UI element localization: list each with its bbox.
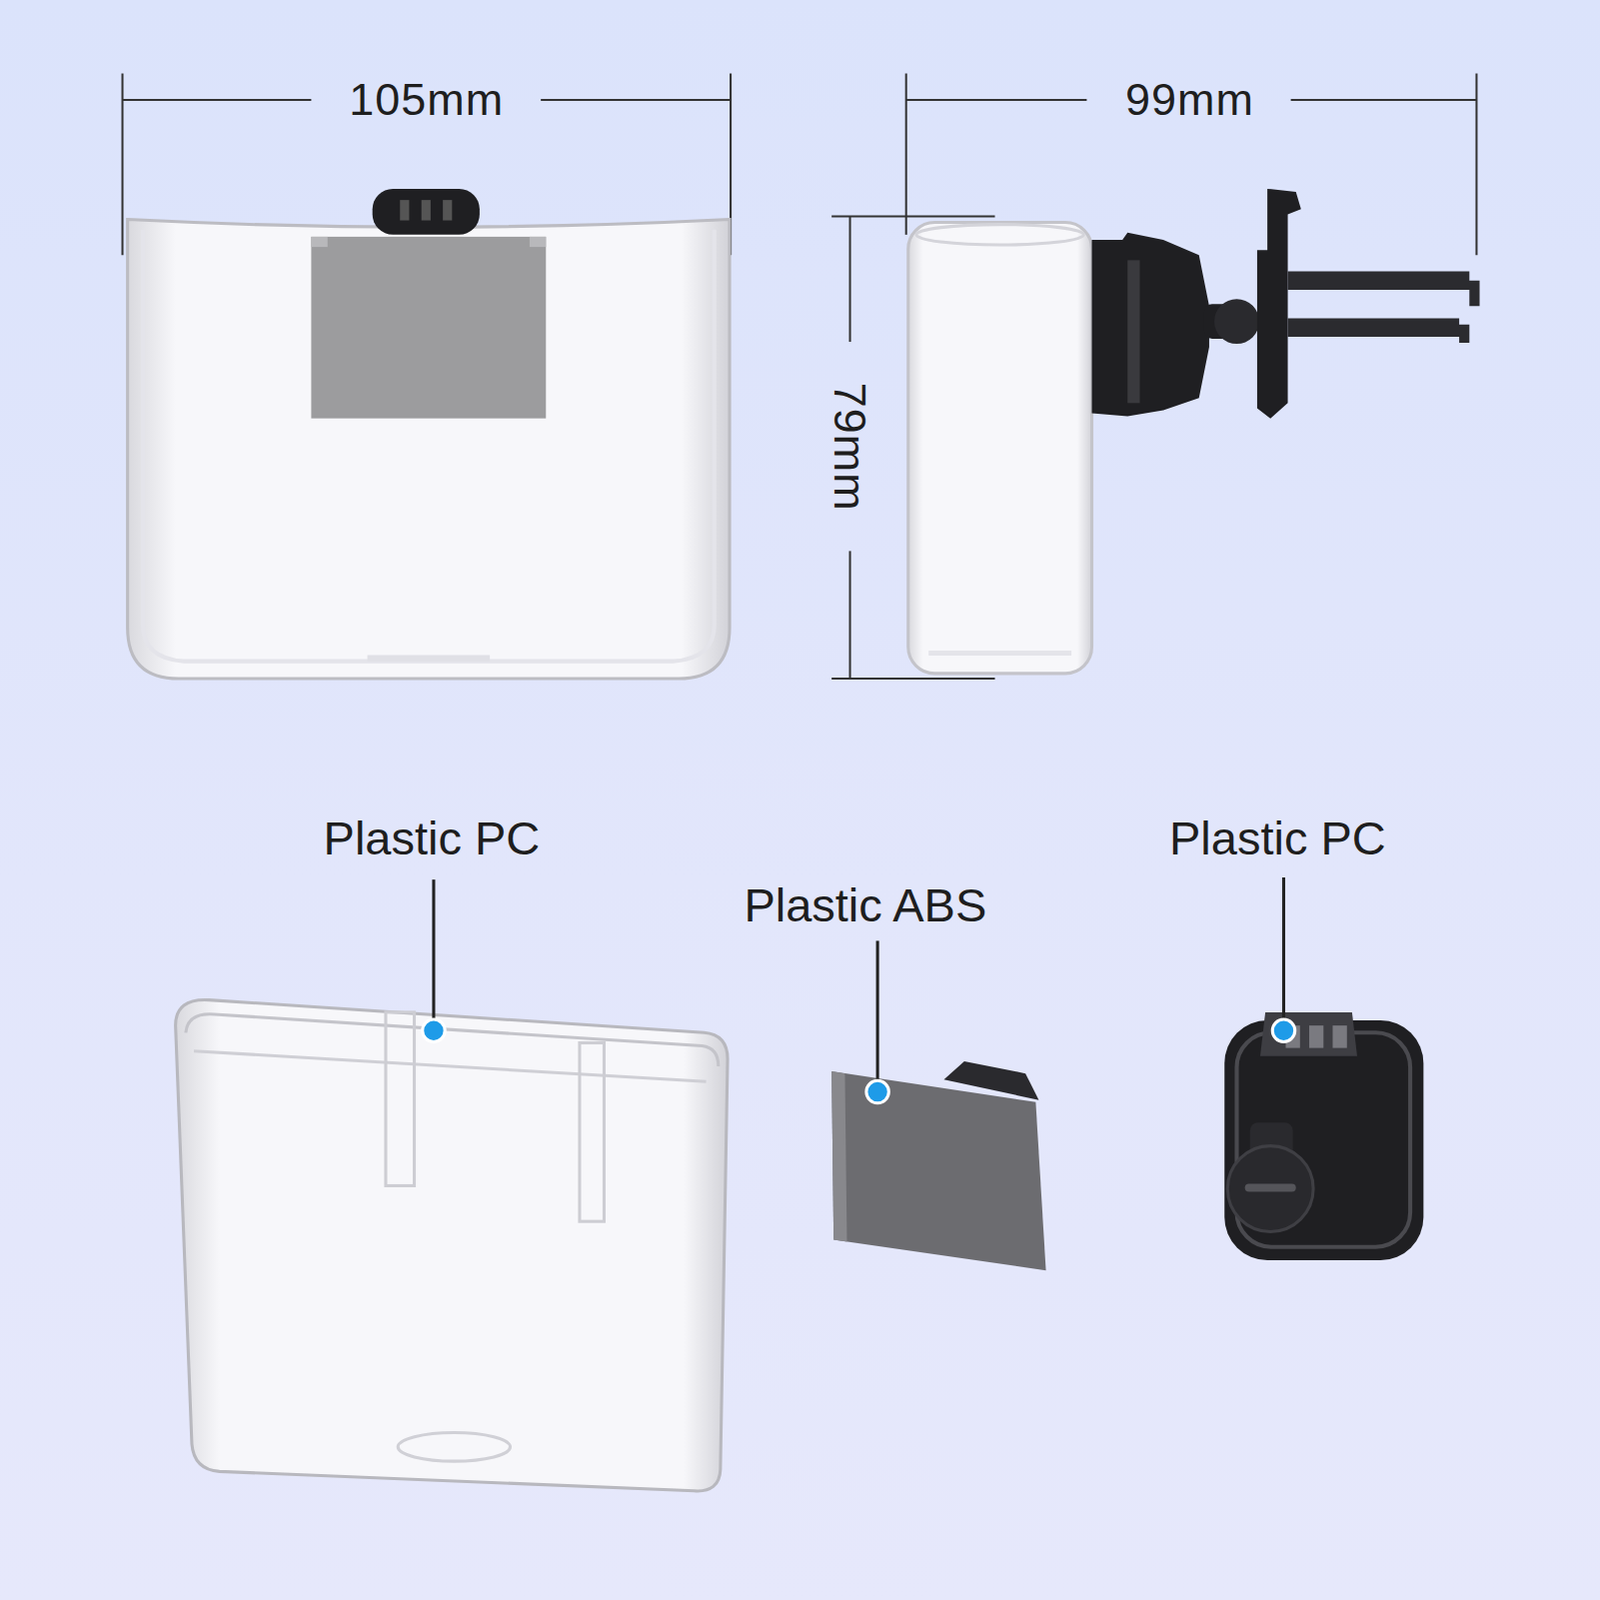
side-view	[1127, 259, 1140, 403]
storage-box	[193, 1051, 707, 1083]
front-view	[310, 236, 546, 419]
vent-mount	[1332, 1025, 1347, 1048]
dimension-label: 79mm	[825, 382, 875, 512]
side-view	[1257, 188, 1302, 419]
leader-line	[1282, 877, 1286, 1021]
dimension-line	[540, 98, 731, 101]
side-view	[1092, 232, 1210, 417]
dimension-line	[849, 215, 852, 342]
vent-mount	[1224, 1020, 1424, 1261]
side-view	[916, 224, 1084, 245]
storage-box	[397, 1433, 510, 1463]
material-label: Plastic ABS	[743, 879, 987, 932]
clip-plate	[831, 1071, 847, 1243]
vent-mount	[1224, 1012, 1424, 1261]
callout-dot	[422, 1019, 445, 1042]
leader-line	[876, 940, 880, 1080]
storage-box	[385, 1012, 415, 1187]
side-view	[1288, 271, 1481, 307]
dimension-line	[122, 98, 312, 101]
vent-mount	[1227, 1146, 1314, 1233]
dimension-line	[849, 550, 852, 679]
callout-dot	[422, 1019, 1296, 1104]
dimension-label: 105mm	[348, 74, 504, 124]
front-view	[127, 219, 730, 679]
dimension-label: 99mm	[1125, 74, 1255, 124]
clip-plate	[831, 1061, 1046, 1271]
dimension-line	[831, 677, 995, 680]
front-view	[310, 236, 327, 247]
dimension-line	[905, 73, 908, 235]
front-view	[399, 199, 409, 220]
side-view	[1288, 318, 1471, 344]
dimension-line	[1291, 98, 1478, 101]
front-view	[127, 188, 730, 679]
vent-mount	[1260, 1012, 1358, 1057]
side-view	[908, 222, 1093, 674]
material-label: Plastic PC	[323, 812, 541, 865]
side-view	[1214, 298, 1260, 344]
leader-line	[431, 879, 435, 1021]
side-view	[928, 650, 1072, 656]
storage-box	[185, 1014, 719, 1067]
material-label: Plastic PC	[1169, 812, 1387, 865]
vent-mount	[1245, 1183, 1297, 1192]
storage-box	[175, 999, 728, 1491]
front-view	[372, 188, 480, 235]
dimension-line	[906, 98, 1088, 101]
side-view	[908, 188, 1481, 674]
storage-box	[579, 1043, 605, 1223]
callout-dot	[866, 1080, 889, 1103]
leader-line	[433, 877, 1285, 1080]
clip-plate	[831, 1071, 1046, 1271]
vent-mount	[1309, 1025, 1324, 1048]
front-view	[529, 236, 546, 247]
front-view	[367, 655, 491, 662]
storage-box	[175, 999, 728, 1491]
callout-dot	[1272, 1019, 1295, 1042]
front-view	[142, 229, 715, 662]
front-view	[421, 199, 431, 220]
dimension-line	[831, 214, 995, 217]
front-view	[442, 199, 452, 220]
